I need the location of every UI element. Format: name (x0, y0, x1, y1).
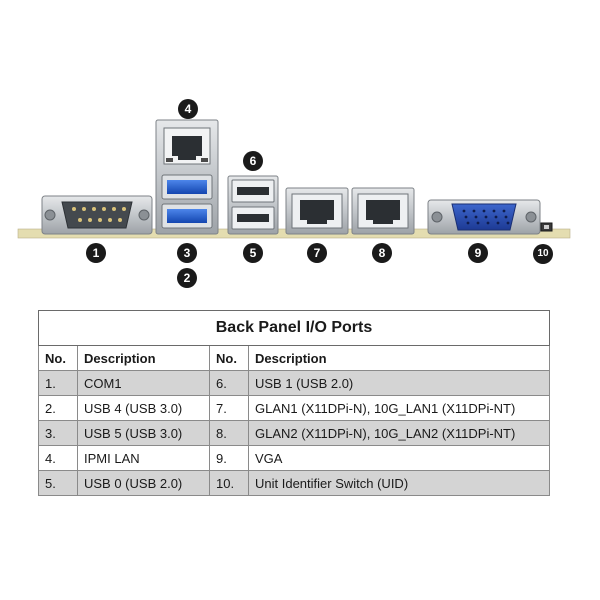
row-description: GLAN2 (X11DPi-N), 10G_LAN2 (X11DPi-NT) (248, 420, 550, 446)
table-row: 5. USB 0 (USB 2.0) 10. Unit Identifier S… (38, 470, 550, 496)
row-number: 8. (209, 420, 249, 446)
row-description: IPMI LAN (77, 445, 210, 471)
table-row: 3. USB 5 (USB 3.0) 8. GLAN2 (X11DPi-N), … (38, 420, 550, 446)
back-panel-drawing (17, 119, 571, 239)
table-header-row: No. Description No. Description (38, 345, 550, 371)
row-description: USB 5 (USB 3.0) (77, 420, 210, 446)
callout-2: 2 (177, 268, 197, 288)
row-number: 3. (38, 420, 78, 446)
lan1-port (285, 187, 349, 235)
header-no-left: No. (38, 345, 78, 371)
row-description: VGA (248, 445, 550, 471)
callout-8: 8 (372, 243, 392, 263)
callout-10: 10 (533, 244, 553, 264)
row-description: COM1 (77, 370, 210, 396)
row-number: 6. (209, 370, 249, 396)
row-description: GLAN1 (X11DPi-N), 10G_LAN1 (X11DPi-NT) (248, 395, 550, 421)
row-number: 10. (209, 470, 249, 496)
callout-1: 1 (86, 243, 106, 263)
table-row: 1. COM1 6. USB 1 (USB 2.0) (38, 370, 550, 396)
ipmi-usb3-stack (155, 119, 219, 235)
row-description: USB 4 (USB 3.0) (77, 395, 210, 421)
table-row: 4. IPMI LAN 9. VGA (38, 445, 550, 471)
row-number: 7. (209, 395, 249, 421)
row-number: 2. (38, 395, 78, 421)
row-description: USB 1 (USB 2.0) (248, 370, 550, 396)
header-description-left: Description (77, 345, 210, 371)
row-number: 1. (38, 370, 78, 396)
com1-port (41, 195, 153, 235)
row-number: 5. (38, 470, 78, 496)
vga-port (427, 199, 541, 235)
callout-5: 5 (243, 243, 263, 263)
callout-6: 6 (243, 151, 263, 171)
back-panel-illustration: 1 2 3 4 5 6 7 8 9 10 (17, 99, 571, 288)
lan2-port (351, 187, 415, 235)
callout-7: 7 (307, 243, 327, 263)
header-description-right: Description (248, 345, 550, 371)
row-number: 9. (209, 445, 249, 471)
callout-9: 9 (468, 243, 488, 263)
uid-switch (540, 222, 553, 232)
header-no-right: No. (209, 345, 249, 371)
row-description: USB 0 (USB 2.0) (77, 470, 210, 496)
callout-4: 4 (178, 99, 198, 119)
row-number: 4. (38, 445, 78, 471)
table-title: Back Panel I/O Ports (38, 310, 550, 346)
row-description: Unit Identifier Switch (UID) (248, 470, 550, 496)
callout-3: 3 (177, 243, 197, 263)
table-row: 2. USB 4 (USB 3.0) 7. GLAN1 (X11DPi-N), … (38, 395, 550, 421)
io-ports-table: Back Panel I/O Ports No. Description No.… (38, 310, 550, 496)
usb2-stack (227, 175, 279, 235)
